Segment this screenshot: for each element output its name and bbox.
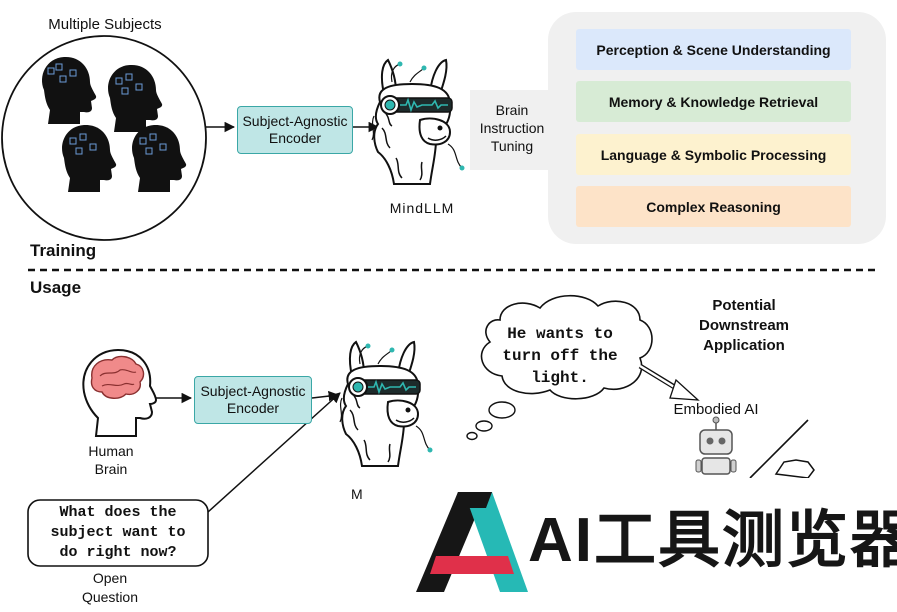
downstream-line2: Downstream	[698, 317, 790, 334]
question-box	[27, 499, 209, 567]
llama-usage	[339, 341, 434, 467]
thought-bubble-small	[466, 431, 478, 441]
encoder-box-training: Subject-Agnostic Encoder	[237, 106, 353, 154]
watermark-text: AI工具测览器	[528, 506, 897, 575]
downstream-label: Potential Downstream Application	[676, 296, 812, 356]
usage-section-label: Usage	[30, 278, 82, 297]
robot-icon	[695, 416, 737, 475]
encoder-usage-line1: Subject-Agnostic	[200, 383, 306, 399]
watermark-logo-mark	[416, 492, 528, 592]
subject-head-2	[108, 64, 163, 132]
task-reasoning: Complex Reasoning	[576, 186, 851, 227]
tuning-band	[470, 90, 554, 170]
subject-head-1	[42, 56, 97, 124]
tuning-line2: Instruction	[479, 120, 545, 136]
human-brain-label: Human Brain	[74, 442, 148, 478]
thought-line2: turn off the	[502, 347, 618, 365]
thought-bubble-large	[488, 401, 516, 419]
encoder-line1: Subject-Agnostic	[242, 113, 348, 129]
subject-head-4	[132, 124, 187, 192]
training-section-label: Training	[30, 241, 97, 260]
thought-bubble-medium	[475, 420, 493, 432]
downstream-line3: Application	[703, 337, 785, 354]
task-language: Language & Symbolic Processing	[576, 134, 851, 175]
human-line2: Brain	[94, 461, 128, 477]
thought-line1: He wants to	[507, 325, 613, 343]
model-label-usage: M	[351, 486, 363, 502]
wall-line	[749, 419, 809, 479]
open-line2: Question	[81, 589, 139, 605]
tuning-label: Brain Instruction Tuning	[470, 101, 554, 155]
open-question-label: Open Question	[60, 569, 160, 607]
subjects-label: Multiple Subjects	[48, 16, 162, 33]
thought-text: He wants to turn off the light.	[480, 323, 640, 389]
task-perception: Perception & Scene Understanding	[576, 29, 851, 70]
question-line2: subject want to	[50, 524, 186, 541]
encoder-usage-line2: Encoder	[226, 400, 280, 416]
encoder-box-usage: Subject-Agnostic Encoder	[194, 376, 312, 424]
encoder-line2: Encoder	[268, 130, 322, 146]
question-text: What does the subject want to do right n…	[28, 503, 208, 563]
tuning-line3: Tuning	[490, 138, 534, 154]
open-line1: Open	[92, 570, 128, 586]
subject-head-3	[62, 124, 117, 192]
downstream-line1: Potential	[712, 297, 776, 314]
human-line1: Human	[88, 443, 134, 459]
hand-icon	[774, 459, 815, 479]
thought-line3: light.	[531, 369, 589, 387]
question-line1: What does the	[59, 504, 177, 521]
tuning-line1: Brain	[495, 102, 529, 118]
human-brain-head	[82, 348, 158, 437]
llama-training	[371, 59, 466, 185]
model-label-training: MindLLM	[389, 200, 455, 216]
arrow-question-to-llm	[207, 392, 341, 513]
embodied-ai-label: Embodied AI	[673, 401, 759, 418]
question-line3: do right now?	[59, 544, 177, 561]
task-memory: Memory & Knowledge Retrieval	[576, 81, 851, 122]
thought-cloud	[480, 295, 653, 400]
